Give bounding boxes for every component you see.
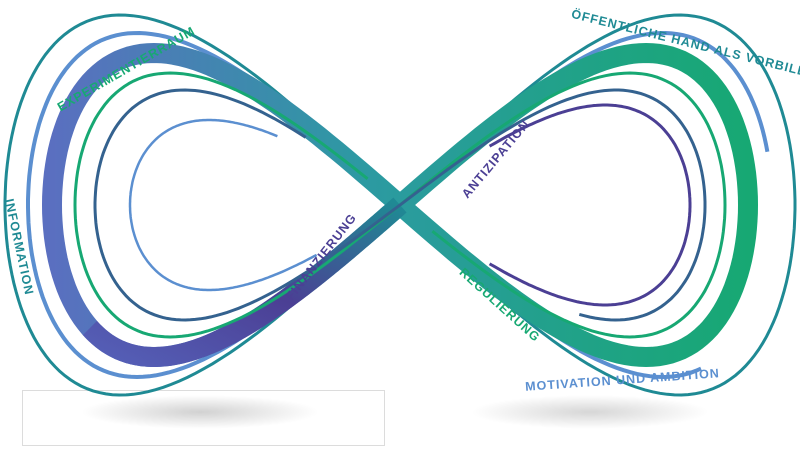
shadow-right	[470, 395, 710, 429]
shadow-left	[80, 395, 320, 429]
caption-box	[22, 390, 385, 446]
strand-main-purple	[82, 197, 407, 367]
strand-inner-blue	[128, 118, 318, 292]
strand-inner-purple	[488, 103, 692, 307]
strand-inner-slate	[93, 88, 707, 322]
